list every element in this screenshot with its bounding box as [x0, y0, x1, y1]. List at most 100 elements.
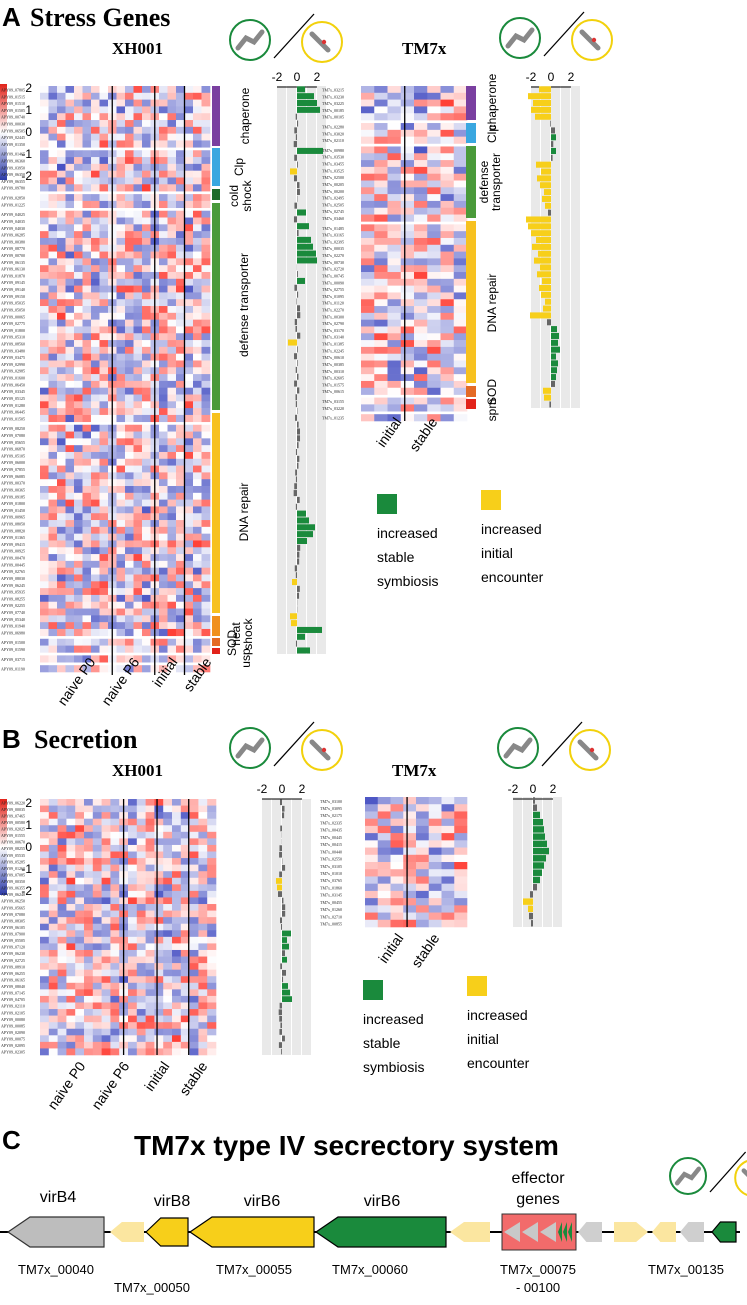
- bar: [297, 312, 301, 319]
- bar: [533, 847, 549, 855]
- heatmap-cell: [116, 258, 126, 266]
- heatmap-cell: [167, 258, 177, 266]
- heatmap-cell: [92, 838, 102, 846]
- heatmap-cell: [159, 533, 168, 541]
- heatmap-cell: [441, 797, 455, 805]
- heatmap-cell: [167, 340, 177, 348]
- heatmap-cell: [400, 99, 415, 107]
- bar: [279, 799, 282, 806]
- bar: [297, 373, 299, 380]
- heatmap-cell: [454, 898, 468, 906]
- heatmap-cell: [167, 622, 177, 630]
- heatmap-cell: [159, 150, 168, 158]
- heatmap-cell: [99, 638, 109, 646]
- heatmap-cell: [159, 285, 168, 293]
- heatmap-cell: [403, 890, 417, 899]
- heatmap-cell: [193, 499, 202, 507]
- heatmap-cell: [57, 486, 66, 494]
- heatmap-cell: [207, 838, 217, 846]
- epibiont-dot: [589, 747, 595, 753]
- tm7x-secretion-bars: [513, 797, 562, 927]
- heatmap-cell: [176, 638, 185, 646]
- heatmap-cell: [99, 608, 109, 616]
- heatmap-cell: [99, 431, 109, 439]
- heatmap-cell: [167, 560, 177, 568]
- bar: [533, 804, 537, 811]
- category-label-dna-repair: DNA repair: [237, 483, 251, 542]
- heatmap-cell: [400, 278, 415, 286]
- heatmap-cell: [403, 811, 417, 819]
- heatmap-cell: [75, 838, 85, 846]
- bar: [539, 284, 551, 292]
- heatmap-cell: [66, 969, 76, 977]
- heatmap-cell: [454, 804, 468, 812]
- heatmap-cell: [133, 150, 143, 158]
- panel-c-title: TM7x type IV secrectory system: [134, 1130, 559, 1161]
- heatmap-cell: [57, 949, 67, 957]
- bacterium-shape: [235, 29, 265, 51]
- heatmap-cell: [159, 251, 168, 259]
- heatmap-cell: [167, 638, 177, 646]
- heatmap-cell: [201, 408, 211, 416]
- heatmap-cell: [57, 581, 66, 589]
- heatmap-cell: [74, 438, 83, 446]
- heatmap-cell: [159, 126, 168, 134]
- legend-a-initial-text-1: initial: [481, 545, 513, 561]
- heatmap-cell: [390, 876, 404, 884]
- heatmap-cell: [57, 184, 66, 192]
- gene-label: APY09_06445: [1, 410, 25, 415]
- heatmap-cell: [125, 367, 134, 375]
- tm7x-category-strip-spm: [466, 399, 476, 409]
- heatmap-cell: [136, 890, 146, 898]
- heatmap-cell: [66, 825, 76, 833]
- heatmap-cell: [198, 1002, 208, 1010]
- bar: [544, 189, 551, 196]
- heatmap-cell: [159, 554, 168, 562]
- heatmap-cell: [374, 207, 388, 215]
- bar: [533, 833, 545, 840]
- heatmap-cell: [136, 1015, 146, 1023]
- heatmap-cell: [172, 864, 182, 872]
- heatmap-cell: [180, 871, 190, 879]
- heatmap-cell: [116, 554, 126, 562]
- heatmap-cell: [48, 292, 58, 300]
- heatmap-cell: [40, 917, 50, 925]
- heatmap-cell: [48, 904, 58, 911]
- heatmap-cell: [207, 1022, 217, 1030]
- heatmap-cell: [91, 86, 100, 94]
- heatmap-cell: [65, 458, 75, 466]
- gene-label: APY09_07080: [1, 912, 25, 917]
- heatmap-cell: [116, 360, 126, 368]
- heatmap-cell: [133, 163, 143, 171]
- category-strip-DNA-repair: [212, 413, 220, 613]
- heatmap-cell: [176, 258, 185, 266]
- heatmap-cell: [453, 146, 468, 154]
- heatmap-cell: [180, 1002, 190, 1010]
- bar: [295, 366, 297, 373]
- heatmap-cell: [74, 271, 83, 280]
- heatmap-cell: [74, 574, 83, 582]
- heatmap-cell: [154, 943, 164, 951]
- bar: [540, 182, 551, 189]
- heatmap-cell: [82, 533, 92, 541]
- heatmap-cell: [400, 153, 415, 161]
- heatmap-cell: [145, 1048, 155, 1056]
- colorbar-b: [0, 799, 7, 895]
- heatmap-cell: [453, 258, 468, 266]
- heatmap-cell: [40, 930, 50, 938]
- heatmap-cell: [193, 170, 202, 178]
- heatmap-cell: [167, 106, 177, 114]
- gene-label: APY09_06230: [1, 951, 25, 956]
- heatmap-cell: [145, 831, 155, 839]
- heatmap-cell: [48, 285, 58, 293]
- tm7x-category-strip-Clp: [466, 123, 476, 143]
- heatmap-cell: [74, 210, 83, 218]
- gene-label: APY09_09780: [1, 186, 25, 191]
- heatmap-cell: [99, 210, 109, 218]
- heatmap-cell: [176, 210, 185, 218]
- heatmap-cell: [40, 601, 49, 609]
- heatmap-cell: [116, 380, 126, 389]
- heatmap-cell: [167, 655, 177, 663]
- heatmap-cell: [440, 265, 455, 273]
- bar: [533, 100, 551, 107]
